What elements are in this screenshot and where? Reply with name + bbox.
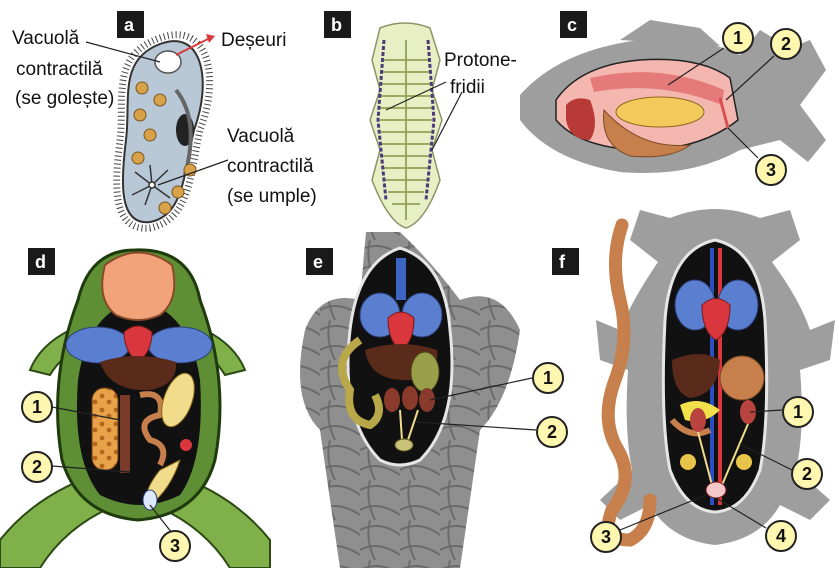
svg-text:4: 4 [776,526,786,546]
marker-f-4: 4 [766,521,796,551]
label-vacuole-fill-1: Vacuolă [227,126,295,147]
panel-e-letter: e [313,252,323,272]
panel-b-letter: b [331,15,342,35]
bird-trachea [396,258,406,300]
marker-e-2: 2 [537,417,567,447]
svg-text:2: 2 [32,457,42,477]
svg-text:2: 2 [547,422,557,442]
panel-c-letter: c [567,15,577,35]
label-vacuole-fill-3: (se umple) [227,186,317,207]
panel-d: d 1 2 3 [0,248,270,568]
frog-urinary-bladder [143,490,157,510]
mammal-kidney-left [690,408,706,432]
panel-a: a Vacuolă contractilă [12,11,317,228]
marker-f-2: 2 [792,459,822,489]
label-vacuole-fill-2: contractilă [227,156,314,177]
marker-d-2: 2 [22,452,52,482]
bird-gizzard [411,352,439,392]
label-vacuole-empty-1: Vacuolă [12,28,80,49]
frog-kidney-fatbody [92,388,118,470]
fish-swim-bladder [616,97,704,127]
panel-f-badge [552,248,579,275]
frog-kidney [120,395,130,473]
bird-kidneys [384,386,435,412]
panel-c: c 1 2 3 [520,11,826,185]
panel-f-letter: f [559,252,566,272]
svg-text:3: 3 [766,160,776,180]
svg-text:1: 1 [733,28,743,48]
marker-d-3: 3 [160,531,190,561]
label-protonephridia-1: Protone- [444,50,517,71]
label-vacuole-empty-3: (se golește) [15,88,114,109]
frog-head [102,253,174,321]
svg-text:2: 2 [781,34,791,54]
marker-d-1: 1 [22,392,52,422]
svg-text:1: 1 [793,402,803,422]
label-vacuole-empty-2: contractilă [16,59,103,80]
mammal-urinary-bladder [706,482,726,498]
panel-e: e 1 2 [300,232,567,568]
svg-text:1: 1 [543,368,553,388]
marker-c-1: 1 [723,23,753,53]
svg-text:2: 2 [802,464,812,484]
marker-c-2: 2 [771,29,801,59]
label-protonephridia-2: fridii [450,77,485,98]
marker-e-1: 1 [533,363,563,393]
panel-f: f 1 2 3 4 [552,209,835,552]
panel-d-letter: d [35,252,46,272]
marker-f-3: 3 [591,522,621,552]
marker-c-3: 3 [756,155,786,185]
svg-text:3: 3 [170,536,180,556]
panel-b: b Protone- fridii [324,11,517,228]
svg-text:1: 1 [32,397,42,417]
panel-a-letter: a [124,15,135,35]
bird-cloaca [395,439,413,451]
label-waste: Deșeuri [221,30,286,51]
mammal-stomach [720,356,764,400]
marker-f-1: 1 [783,397,813,427]
frog-gall [180,439,192,451]
svg-text:3: 3 [601,527,611,547]
